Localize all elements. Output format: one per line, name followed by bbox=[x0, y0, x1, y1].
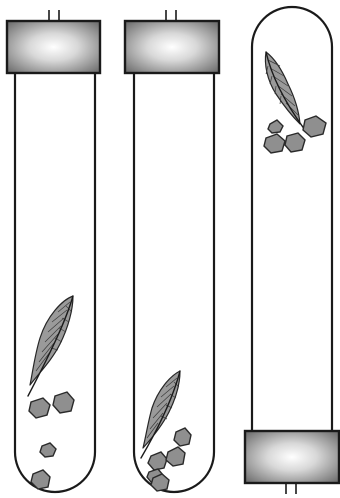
tube-right bbox=[245, 7, 339, 494]
tube-left bbox=[7, 10, 100, 492]
tube-right-cap bbox=[245, 431, 339, 483]
pebble bbox=[29, 398, 50, 418]
tube-right-body bbox=[252, 7, 332, 440]
tube-middle bbox=[125, 10, 219, 492]
tube-left-body bbox=[15, 70, 95, 492]
tube-middle-body bbox=[134, 70, 214, 492]
tube-middle-cap bbox=[125, 21, 219, 73]
tube-left-cap bbox=[7, 21, 100, 73]
